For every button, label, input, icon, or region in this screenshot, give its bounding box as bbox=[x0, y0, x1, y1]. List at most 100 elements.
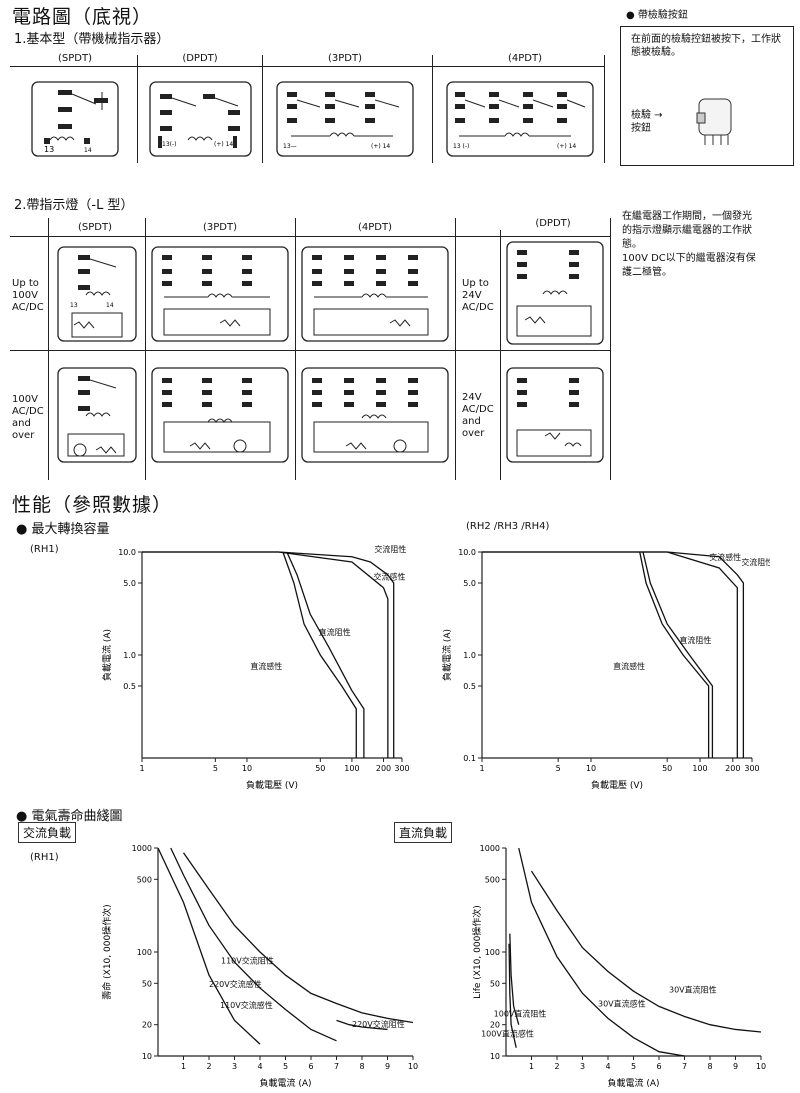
life-rh1-label: (RH1) bbox=[30, 852, 59, 863]
series-label: 直流感性 bbox=[613, 661, 645, 671]
series-line bbox=[530, 870, 762, 1033]
lamp-type-spdt: (SPDT) bbox=[78, 222, 112, 233]
section-basic-title: 1.基本型（帶機械指示器） bbox=[14, 32, 170, 47]
lamp-type-dpdt: (DPDT) bbox=[535, 218, 571, 229]
series-line bbox=[170, 847, 337, 1042]
x-tick-label: 10 bbox=[242, 764, 252, 773]
section-lamp-title: 2.帶指示燈（-L 型） bbox=[14, 198, 134, 213]
life-curve-title: ● 電氣壽命曲綫圖 bbox=[16, 809, 123, 824]
x-tick-label: 5 bbox=[213, 764, 218, 773]
performance-title: 性能（參照數據） bbox=[12, 494, 173, 516]
x-tick-label: 7 bbox=[682, 1062, 687, 1071]
x-tick-label: 50 bbox=[315, 764, 325, 773]
y-axis-label: 壽命 (X10, 000操作次) bbox=[101, 904, 113, 999]
y-tick-label: 0.1 bbox=[463, 754, 476, 763]
x-tick-label: 9 bbox=[733, 1062, 738, 1071]
series-line bbox=[482, 551, 745, 758]
series-label: 交流阻性 bbox=[741, 557, 770, 567]
check-button-desc: 在前面的檢驗控鈕被按下，工作狀態被檢驗。 bbox=[631, 34, 781, 58]
ac-load-tag: 交流負載 bbox=[18, 822, 77, 843]
x-tick-label: 7 bbox=[334, 1062, 339, 1071]
dc-load-tag: 直流負載 bbox=[394, 822, 453, 843]
y-tick-label: 5.0 bbox=[463, 579, 476, 588]
series-line bbox=[286, 551, 365, 758]
y-tick-label: 50 bbox=[490, 979, 500, 988]
circuit-spdt-lamp-low: 13 14 bbox=[57, 246, 137, 342]
svg-text:13: 13 bbox=[70, 302, 78, 309]
series-label: 直流阻性 bbox=[319, 627, 351, 637]
x-tick-label: 300 bbox=[394, 764, 409, 773]
max-capacity-title: ● 最大轉換容量 bbox=[16, 522, 110, 537]
series-line bbox=[336, 1019, 388, 1031]
svg-text:13(-): 13(-) bbox=[162, 141, 176, 148]
x-tick-label: 4 bbox=[257, 1062, 262, 1071]
series-line bbox=[508, 943, 517, 1048]
series-line bbox=[157, 847, 261, 1045]
circuit-dpdt-lamp-low bbox=[506, 241, 604, 345]
x-tick-label: 10 bbox=[586, 764, 596, 773]
y-tick-label: 1.0 bbox=[123, 651, 136, 660]
circuit-3pdt-lamp-high bbox=[151, 367, 289, 463]
x-tick-label: 4 bbox=[605, 1062, 610, 1071]
y-axis-label: 負載電流 (A) bbox=[101, 629, 113, 681]
series-label: 30V直流感性 bbox=[598, 998, 646, 1008]
series-line bbox=[509, 933, 520, 1025]
circuit-4pdt-basic: 13 (-) (+) 14 bbox=[446, 81, 594, 157]
series-label: 交流感性 bbox=[709, 552, 741, 562]
y-tick-label: 5.0 bbox=[123, 579, 136, 588]
svg-text:(+) 14: (+) 14 bbox=[214, 141, 233, 148]
y-tick-label: 0.5 bbox=[463, 682, 476, 691]
x-tick-label: 1 bbox=[529, 1062, 534, 1071]
svg-text:(+) 14: (+) 14 bbox=[557, 143, 576, 150]
rh1-label: (RH1) bbox=[30, 544, 59, 555]
y-tick-label: 10.0 bbox=[458, 548, 476, 557]
series-label: 直流感性 bbox=[250, 661, 282, 671]
series-label: 110V交流阻性 bbox=[221, 955, 274, 965]
x-tick-label: 10 bbox=[408, 1062, 418, 1071]
x-tick-label: 3 bbox=[580, 1062, 585, 1071]
series-label: 220V交流阻性 bbox=[352, 1019, 405, 1029]
x-tick-label: 1 bbox=[139, 764, 144, 773]
x-axis-label: 負載電流 (A) bbox=[259, 1077, 311, 1089]
y-tick-label: 10 bbox=[490, 1052, 500, 1061]
y-axis-label: Life (X10, 000操作次) bbox=[471, 905, 483, 999]
series-line bbox=[282, 551, 357, 758]
series-line bbox=[142, 551, 389, 758]
basic-type-spdt: (SPDT) bbox=[58, 53, 92, 64]
y-tick-label: 1000 bbox=[132, 844, 152, 853]
circuit-dpdt-basic: 13(-) (+) 14 bbox=[149, 81, 252, 157]
x-axis-label: 負載電壓 (V) bbox=[591, 779, 643, 791]
series-label: 110V交流感性 bbox=[220, 1000, 273, 1010]
svg-text:13—: 13— bbox=[283, 143, 297, 150]
relay-image bbox=[696, 98, 732, 145]
svg-text:14: 14 bbox=[106, 302, 114, 309]
x-tick-label: 1 bbox=[479, 764, 484, 773]
y-tick-label: 100 bbox=[137, 948, 152, 957]
series-line bbox=[639, 551, 710, 758]
series-label: 100V直流阻性 bbox=[494, 1008, 547, 1018]
svg-text:13: 13 bbox=[44, 145, 54, 154]
basic-type-dpdt: (DPDT) bbox=[182, 53, 218, 64]
x-tick-label: 8 bbox=[707, 1062, 712, 1071]
page-title: 電路圖（底視） bbox=[12, 6, 153, 28]
y-tick-label: 500 bbox=[137, 875, 152, 884]
series-line bbox=[518, 847, 685, 1057]
x-tick-label: 5 bbox=[556, 764, 561, 773]
series-label: 100V直流感性 bbox=[481, 1029, 534, 1039]
series-line bbox=[182, 852, 414, 1024]
y-tick-label: 100 bbox=[485, 948, 500, 957]
check-button-panel: 在前面的檢驗控鈕被按下，工作狀態被檢驗。 檢驗 →按鈕 bbox=[620, 26, 794, 166]
basic-type-3pdt: (3PDT) bbox=[327, 53, 362, 64]
svg-text:13 (-): 13 (-) bbox=[453, 143, 469, 150]
x-tick-label: 10 bbox=[756, 1062, 766, 1071]
circuit-4pdt-lamp-high bbox=[301, 367, 449, 463]
x-tick-label: 8 bbox=[359, 1062, 364, 1071]
